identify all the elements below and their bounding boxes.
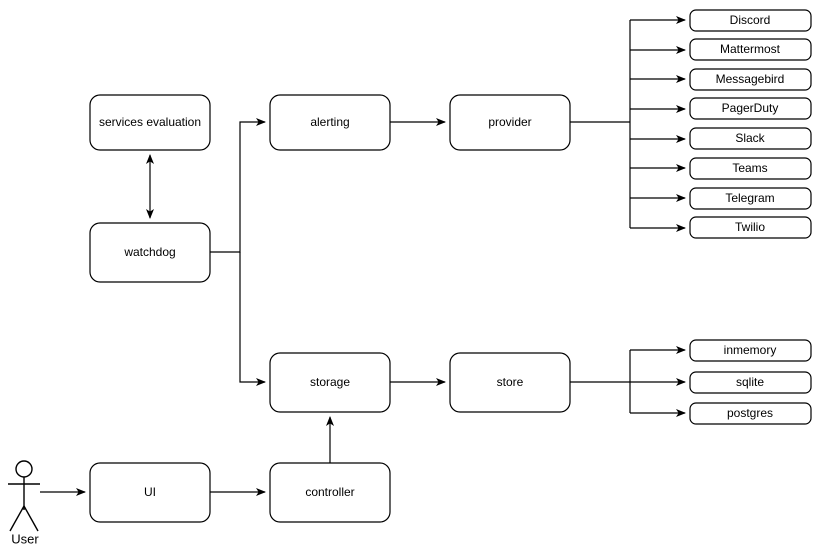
node-pagerduty[interactable]: PagerDuty (689, 97, 812, 120)
node-slack[interactable]: Slack (689, 127, 812, 150)
node-postgres[interactable]: postgres (689, 402, 812, 425)
node-inmemory[interactable]: inmemory (689, 339, 812, 362)
node-controller-label: controller (305, 485, 354, 499)
node-ui-rect (89, 462, 211, 523)
node-storage-rect (269, 352, 391, 413)
node-sqlite-rect (689, 371, 812, 394)
actor-head-icon (15, 460, 33, 478)
node-provider[interactable]: provider (449, 94, 571, 151)
node-pagerduty-rect (689, 97, 812, 120)
node-watchdog-rect (89, 222, 211, 283)
node-discord-label: Discord (730, 13, 771, 27)
node-twilio-label: Twilio (735, 220, 765, 234)
node-messagebird-label: Messagebird (716, 72, 785, 86)
node-alerting-rect (269, 94, 391, 151)
node-mattermost-rect (689, 38, 812, 61)
node-discord-rect (689, 9, 812, 32)
node-ui[interactable]: UI (89, 462, 211, 523)
node-storage[interactable]: storage (269, 352, 391, 413)
node-alerting[interactable]: alerting (269, 94, 391, 151)
node-pagerduty-label: PagerDuty (722, 101, 779, 115)
actor-user[interactable]: User (8, 460, 40, 546)
node-teams[interactable]: Teams (689, 157, 812, 180)
node-services-evaluation-label: services evaluation (99, 115, 201, 129)
node-services-evaluation[interactable]: services evaluation (89, 94, 211, 151)
node-watchdog-label: watchdog (123, 245, 175, 259)
node-inmemory-rect (689, 339, 812, 362)
node-teams-rect (689, 157, 812, 180)
node-alerting-label: alerting (310, 115, 349, 129)
provider-target-layer: Discord Mattermost Messagebird PagerDuty… (689, 9, 812, 239)
edge-watchdog-storage (239, 252, 266, 386)
node-layer: services evaluation watchdog alerting pr… (89, 94, 571, 523)
node-telegram-label: Telegram (725, 191, 774, 205)
node-telegram-rect (689, 187, 812, 210)
node-watchdog[interactable]: watchdog (89, 222, 211, 283)
node-teams-label: Teams (732, 161, 767, 175)
node-twilio[interactable]: Twilio (689, 216, 812, 239)
node-postgres-rect (689, 402, 812, 425)
edge-layer (40, 16, 686, 496)
node-services-evaluation-rect (89, 94, 211, 151)
actor-label: User (11, 531, 39, 546)
node-discord[interactable]: Discord (689, 9, 812, 32)
node-provider-rect (449, 94, 571, 151)
store-target-layer: inmemory sqlite postgres (689, 339, 812, 425)
node-store[interactable]: store (449, 352, 571, 413)
node-sqlite[interactable]: sqlite (689, 371, 812, 394)
node-store-rect (449, 352, 571, 413)
node-slack-rect (689, 127, 812, 150)
node-messagebird-rect (689, 68, 812, 91)
node-store-label: store (497, 375, 524, 389)
node-provider-label: provider (488, 115, 531, 129)
actor-leg-left-icon (9, 505, 25, 532)
node-telegram[interactable]: Telegram (689, 187, 812, 210)
node-mattermost[interactable]: Mattermost (689, 38, 812, 61)
node-slack-label: Slack (735, 131, 765, 145)
node-postgres-label: postgres (727, 406, 773, 420)
node-ui-label: UI (144, 485, 156, 499)
actor-leg-right-icon (23, 505, 39, 532)
node-inmemory-label: inmemory (724, 343, 777, 357)
node-storage-label: storage (310, 375, 350, 389)
node-twilio-rect (689, 216, 812, 239)
node-controller-rect (269, 462, 391, 523)
node-messagebird[interactable]: Messagebird (689, 68, 812, 91)
node-controller[interactable]: controller (269, 462, 391, 523)
node-mattermost-label: Mattermost (720, 42, 781, 56)
node-sqlite-label: sqlite (736, 375, 764, 389)
edge-watchdog-alerting (210, 118, 266, 253)
